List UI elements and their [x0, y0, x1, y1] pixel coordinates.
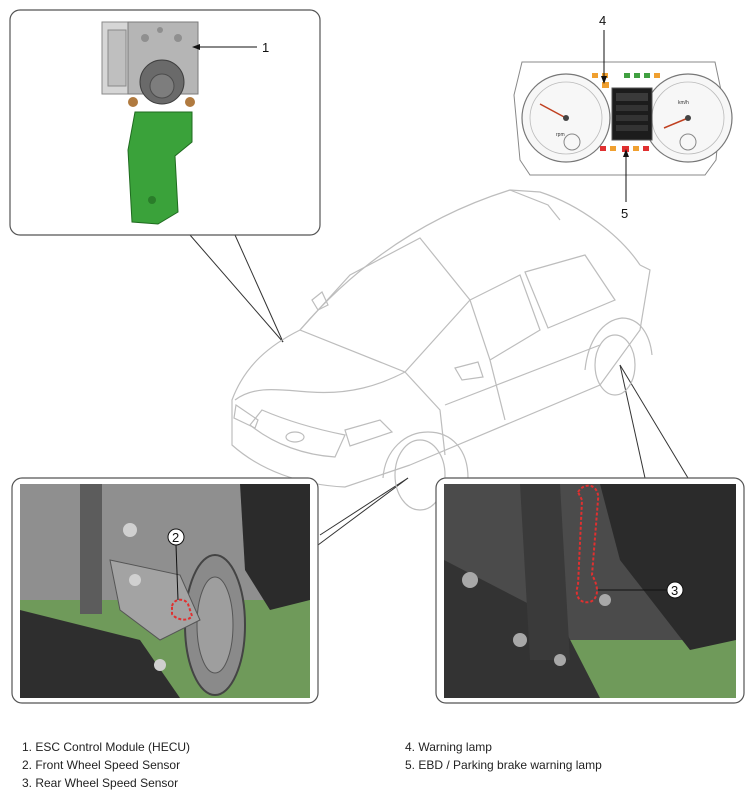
speedometer-unit: km/h: [678, 100, 689, 106]
rear-wheel-sensor-panel: 3: [435, 477, 745, 704]
callout-4: 4: [599, 13, 606, 28]
vehicle-outline: [231, 189, 653, 511]
speedometer-gauge: km/h: [643, 73, 733, 163]
instrument-cluster: rpm km/h: [513, 13, 733, 221]
rear-wheel-speed-sensor-highlight: [575, 484, 600, 604]
esc-module-panel: 1: [9, 9, 321, 236]
legend-item: 4. Warning lamp: [405, 740, 492, 754]
callout-5: 5: [621, 206, 628, 221]
telltale-row-top: [592, 73, 660, 78]
parking-brake-warning-lamp-icon: [622, 146, 629, 152]
legend-item: 5. EBD / Parking brake warning lamp: [405, 758, 602, 772]
front-wheel-speed-sensor-highlight: [171, 598, 194, 621]
legend-item: 2. Front Wheel Speed Sensor: [22, 758, 181, 772]
tachometer-gauge: rpm: [521, 73, 611, 163]
legend-right: 4. Warning lamp 5. EBD / Parking brake w…: [405, 738, 602, 774]
legend-item: 3. Rear Wheel Speed Sensor: [22, 776, 179, 790]
leader-lines: [189, 234, 689, 546]
warning-lamp-icon: [602, 82, 609, 88]
tachometer-unit: rpm: [556, 132, 565, 138]
esc-module-image: [101, 21, 199, 225]
legend-item: 1. ESC Control Module (HECU): [22, 740, 191, 754]
front-wheel-sensor-panel: 2: [11, 477, 319, 704]
mounting-bracket: [127, 111, 193, 225]
callout-2: 2: [172, 530, 179, 545]
front-wheel-photo: [20, 484, 310, 698]
legend-left: 1. ESC Control Module (HECU) 2. Front Wh…: [22, 738, 190, 792]
callout-1: 1: [262, 40, 269, 55]
callout-3: 3: [671, 583, 678, 598]
rear-wheel-photo: [444, 484, 736, 698]
telltale-row-bottom: [600, 146, 649, 152]
